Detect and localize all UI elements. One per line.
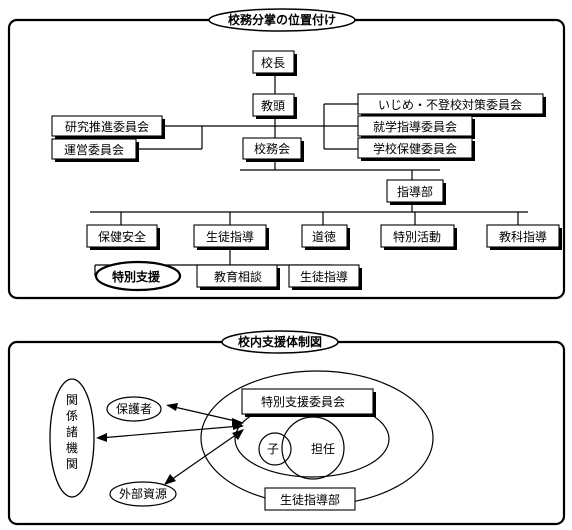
staff-council-box: 校務会 [242, 137, 304, 162]
health-committee-label: 学校保健委員会 [373, 141, 457, 156]
support-chart-title: 校内支援体制図 [238, 334, 322, 349]
related-agencies-char: 関 [66, 393, 78, 407]
principal-label: 校長 [261, 55, 285, 70]
external-resources-oval: 外部資源 [109, 481, 177, 507]
education-counseling-label: 教育相談 [214, 269, 262, 284]
section-box-subject-instruction: 教科指導 [486, 224, 562, 250]
section-box-health-safety: 保健安全 [86, 224, 160, 250]
enrollment-committee-label: 就学指導委員会 [373, 119, 457, 134]
guardian-oval: 保護者 [106, 396, 162, 422]
external-resources-label: 外部資源 [119, 486, 167, 501]
related-agencies-char: 係 [66, 409, 78, 423]
related-agencies-char: 関 [66, 457, 78, 471]
management-committee-box: 運営委員会 [51, 138, 139, 162]
section-box-student-guidance: 生徒指導 [193, 224, 269, 250]
special-support-committee-box: 特別支援委員会 [241, 388, 376, 417]
special-support-committee-label: 特別支援委員会 [261, 394, 345, 409]
special-support-label: 特別支援 [112, 269, 161, 284]
child-circle: 子 [258, 432, 292, 466]
research-committee-label: 研究推進委員会 [65, 119, 149, 134]
guidance-dept-box: 指導部 [386, 179, 446, 205]
section-label: 保健安全 [98, 229, 146, 244]
related-agencies-oval: 関 係 諸 機 関 [49, 378, 95, 498]
related-agencies-char: 機 [66, 440, 78, 455]
section-label: 生徒指導 [206, 229, 254, 244]
management-committee-label: 運営委員会 [64, 143, 124, 157]
section-label: 道徳 [312, 229, 336, 244]
homeroom-teacher-label: 担任 [311, 442, 335, 456]
support-chart-title-oval [221, 330, 339, 354]
org-chart-title: 校務分掌の位置付け [228, 12, 336, 27]
research-committee-box: 研究推進委員会 [51, 115, 165, 139]
special-support-oval: 特別支援 [94, 260, 182, 292]
principal-box: 校長 [252, 50, 297, 76]
vice-principal-box: 教頭 [252, 93, 297, 119]
related-agencies-char: 諸 [66, 424, 78, 439]
education-counseling-box: 教育相談 [196, 264, 280, 290]
health-committee-box: 学校保健委員会 [357, 137, 475, 161]
child-label: 子 [267, 442, 279, 456]
vice-principal-label: 教頭 [261, 98, 285, 113]
student-guidance-sub-label: 生徒指導 [300, 269, 348, 284]
student-guidance-dept-box: 生徒指導部 [264, 487, 356, 511]
section-box-moral-education: 道徳 [301, 224, 350, 250]
section-label: 教科指導 [499, 229, 547, 244]
student-guidance-sub-box: 生徒指導 [288, 264, 362, 290]
org-chart-title-oval [208, 8, 356, 32]
section-box-special-activities: 特別活動 [380, 224, 457, 250]
staff-council-label: 校務会 [254, 141, 290, 156]
section-label: 特別活動 [393, 229, 441, 244]
guardian-label: 保護者 [116, 401, 152, 416]
student-guidance-dept-label: 生徒指導部 [280, 492, 340, 507]
bullying-committee-box: いじめ・不登校対策委員会 [357, 93, 546, 117]
bullying-committee-label: いじめ・不登校対策委員会 [378, 97, 522, 112]
relationship-arrows [96, 403, 244, 485]
guidance-dept-label: 指導部 [397, 184, 433, 199]
enrollment-committee-box: 就学指導委員会 [357, 115, 475, 139]
